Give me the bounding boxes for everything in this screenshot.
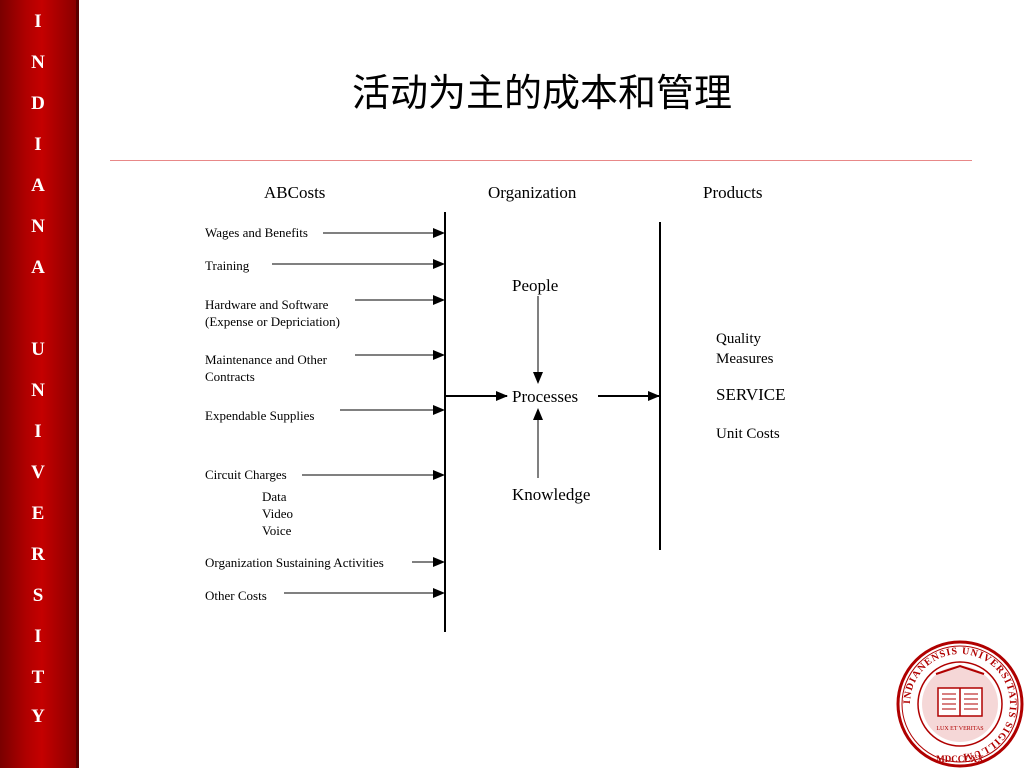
header-organization: Organization bbox=[488, 183, 577, 202]
cost-item-sustaining: Organization Sustaining Activities bbox=[205, 555, 384, 570]
org-processes: Processes bbox=[512, 387, 579, 406]
university-seal-logo: INDIANENSIS UNIVERSITATIS SIGILLUM LUX E… bbox=[896, 640, 1024, 768]
product-quality-2: Measures bbox=[716, 351, 774, 367]
sidebar-letter: I bbox=[34, 134, 42, 155]
product-unit-costs: Unit Costs bbox=[716, 426, 780, 442]
cost-item-maintenance-2: Contracts bbox=[205, 369, 255, 384]
cost-item-supplies: Expendable Supplies bbox=[205, 408, 315, 423]
cost-item-wages: Wages and Benefits bbox=[205, 225, 308, 240]
seal-graphic: INDIANENSIS UNIVERSITATIS SIGILLUM LUX E… bbox=[896, 640, 1024, 768]
circuit-sub-video: Video bbox=[262, 506, 293, 521]
org-knowledge: Knowledge bbox=[512, 485, 591, 504]
sidebar-letter: A bbox=[31, 175, 45, 196]
cost-item-other: Other Costs bbox=[205, 588, 267, 603]
sidebar-letter: I bbox=[34, 626, 42, 647]
sidebar-letter: N bbox=[31, 52, 45, 73]
cost-item-training: Training bbox=[205, 258, 250, 273]
circuit-sub-voice: Voice bbox=[262, 523, 292, 538]
sidebar-letter: R bbox=[31, 544, 45, 565]
header-products: Products bbox=[703, 183, 763, 202]
title-divider bbox=[110, 160, 972, 161]
seal-year-text: MDCCCXX bbox=[936, 754, 984, 764]
circuit-sub-data: Data bbox=[262, 489, 287, 504]
product-quality: Quality bbox=[716, 331, 761, 347]
sidebar-letter: I bbox=[34, 11, 42, 32]
header-abcosts: ABCosts bbox=[264, 183, 326, 202]
sidebar-edge bbox=[76, 0, 79, 768]
sidebar-letter: U bbox=[31, 339, 45, 360]
sidebar-banner: I N D I A N A U N I V E R S I T Y bbox=[0, 0, 76, 768]
cost-item-circuit: Circuit Charges bbox=[205, 467, 287, 482]
seal-banner-text: LUX ET VERITAS bbox=[936, 726, 983, 732]
cost-item-maintenance: Maintenance and Other bbox=[205, 352, 328, 367]
sidebar-letter: Y bbox=[31, 706, 45, 727]
sidebar-letter: T bbox=[31, 667, 45, 688]
sidebar-letter: D bbox=[31, 93, 45, 114]
product-service: SERVICE bbox=[716, 385, 786, 404]
sidebar-letter: S bbox=[32, 585, 44, 606]
sidebar-letter: E bbox=[31, 503, 45, 524]
sidebar-letter: N bbox=[31, 380, 45, 401]
sidebar-letter: N bbox=[31, 216, 45, 237]
cost-item-hardware-note: (Expense or Depriciation) bbox=[205, 314, 341, 329]
sidebar-letter: I bbox=[34, 421, 42, 442]
cost-item-hardware: Hardware and Software bbox=[205, 297, 329, 312]
sidebar-letter: V bbox=[31, 462, 45, 483]
slide-title: 活动为主的成本和管理 bbox=[351, 71, 732, 115]
org-people: People bbox=[512, 276, 559, 295]
sidebar-letter: A bbox=[31, 257, 45, 278]
